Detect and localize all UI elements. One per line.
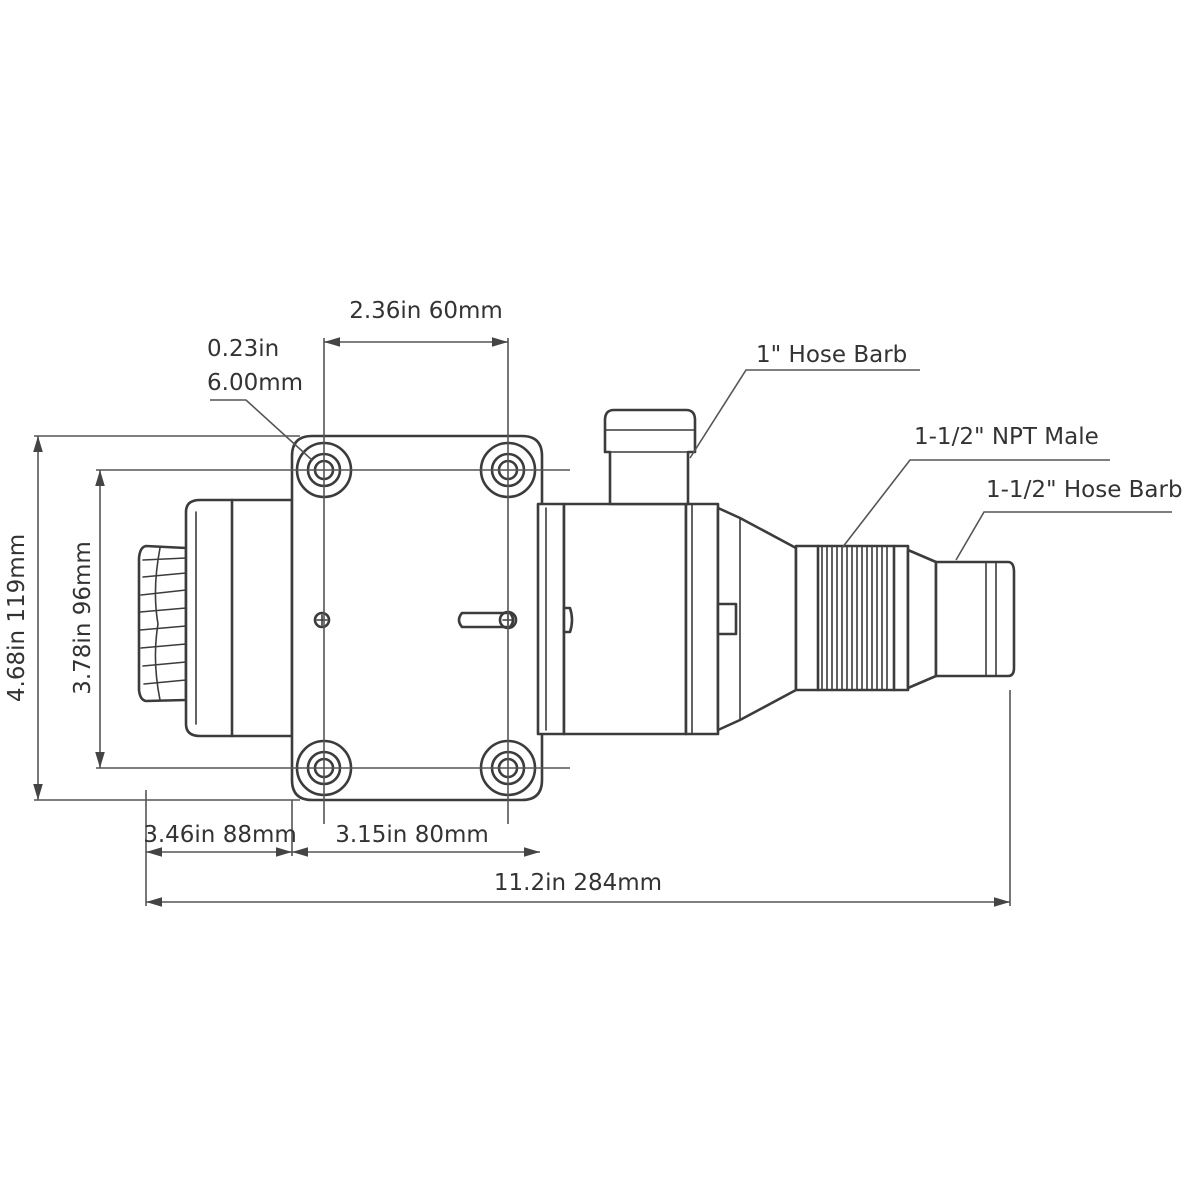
dim-height-holes: 3.78in 96mm [70, 541, 96, 695]
dimension-lines [33, 337, 1172, 907]
hose-barb-1in [603, 408, 697, 506]
dim-top-width: 2.36in 60mm [349, 298, 503, 324]
npt-male-thread [794, 544, 910, 692]
outlet-taper [906, 548, 938, 690]
pump-head [536, 502, 720, 736]
dim-overall-length: 11.2in 284mm [494, 870, 662, 896]
dim-left-offset: 3.46in 88mm [143, 822, 297, 848]
dim-hole-inch: 0.23in [207, 336, 279, 362]
callout-hose-barb-1in: 1" Hose Barb [756, 342, 907, 368]
pump-body [137, 408, 1016, 802]
reducer-cone [716, 506, 798, 732]
motor-housing [184, 498, 294, 738]
callout-labels: 1" Hose Barb 1-1/2" NPT Male 1-1/2" Hose… [756, 342, 1183, 503]
dim-base-width: 3.15in 80mm [335, 822, 489, 848]
callout-npt-male: 1-1/2" NPT Male [914, 424, 1099, 450]
screw-left [313, 611, 331, 629]
dim-height-total: 4.68in 119mm [4, 534, 30, 702]
dimension-labels: 2.36in 60mm 0.23in 6.00mm 4.68in 119mm 3… [4, 298, 662, 896]
motor-end-cap [137, 544, 188, 703]
callout-hose-barb-15in: 1-1/2" Hose Barb [986, 477, 1183, 503]
hose-barb-15in [934, 560, 1016, 678]
dim-hole-mm: 6.00mm [207, 370, 303, 396]
